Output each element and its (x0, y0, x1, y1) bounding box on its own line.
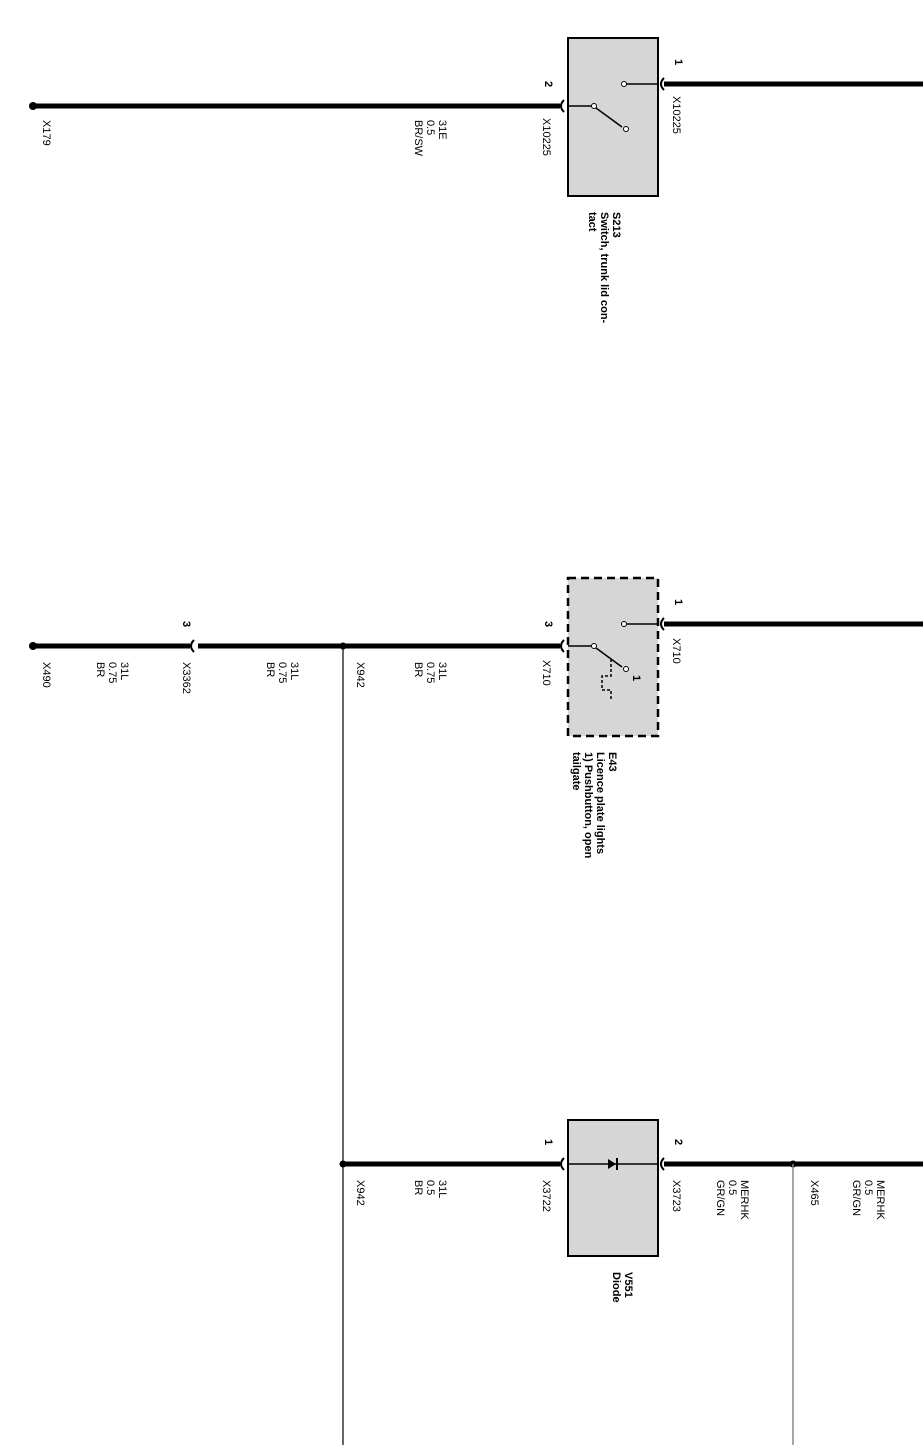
pin-e43-inner-1: 1 (630, 674, 642, 682)
wire-w1-color: BR/SW (412, 120, 424, 157)
connector-label-x490: X490 (40, 662, 52, 688)
connector-fork-x3362 (190, 639, 195, 653)
e43-contact-top (621, 621, 627, 627)
pin-v551-1: 1 (542, 1138, 554, 1146)
wire-w1-size: 0.5 (424, 120, 436, 136)
e43-switch-lever (595, 647, 623, 668)
connector-label-x179: X179 (40, 120, 52, 146)
v551-name: Diode (610, 1272, 622, 1303)
wire-w7-size: 0.5 (862, 1180, 874, 1196)
connector-label-x10225-bottom: X10225 (540, 118, 552, 156)
pin-x3362-3: 3 (180, 620, 192, 628)
wire-w3-color: BR (264, 662, 276, 678)
wire-w4-size: 0.75 (424, 662, 436, 684)
connector-label-x3722: X3722 (540, 1180, 552, 1212)
wire-w7-color: GR/GN (850, 1180, 862, 1217)
wire-w2-color: BR (94, 662, 106, 678)
wire-w3-code: 31L (288, 662, 300, 681)
e43-box (566, 576, 660, 738)
s213-id: S213 (610, 212, 622, 238)
switch-s213-box (567, 37, 659, 197)
pin-v551-2: 2 (672, 1138, 684, 1146)
wire-w6-code: MERHK (738, 1180, 750, 1220)
connector-label-x942-b: X942 (354, 1180, 366, 1206)
connector-fork-x10225-top (660, 77, 665, 91)
pin-e43-3: 3 (542, 620, 554, 628)
e43-name-1: Licence plate lights (594, 752, 606, 855)
diode-v551-box (567, 1119, 659, 1257)
s213-contact-open (623, 126, 629, 132)
v551-id: V551 (622, 1272, 634, 1298)
connector-fork-x710-top (660, 617, 665, 631)
s213-name-2: tact (586, 212, 598, 232)
wire-w2-code: 31L (118, 662, 130, 681)
e43-contact-open (623, 666, 629, 672)
connector-label-x3723: X3723 (670, 1180, 682, 1212)
wire-w6-color: GR/GN (714, 1180, 726, 1217)
s213-name-1: Switch, trunk lid con- (598, 212, 610, 324)
diode-symbol-icon (608, 1159, 616, 1169)
wire-w4-code: 31L (436, 662, 448, 681)
s213-switch-lever (595, 107, 623, 128)
ground-terminal-x490 (29, 642, 37, 650)
pin-s213-2: 2 (542, 80, 554, 88)
wire-w2-size: 0.75 (106, 662, 118, 684)
e43-id: E43 (606, 752, 618, 772)
connector-label-x942-a: X942 (354, 662, 366, 688)
pin-e43-1: 1 (672, 598, 684, 606)
s213-contact-top (621, 81, 627, 87)
wire-w1-code: 31E (436, 120, 448, 140)
connector-label-x710-top: X710 (670, 638, 682, 664)
wire-w5-color: BR (412, 1180, 424, 1196)
connector-fork-x10225-bottom (560, 99, 565, 113)
e43-name-2: 1) Pushbutton, open (582, 752, 594, 859)
wire-w5-size: 0.5 (424, 1180, 436, 1196)
pin-s213-1: 1 (672, 58, 684, 66)
wire-w7-code: MERHK (874, 1180, 886, 1220)
connector-label-x710-bottom: X710 (540, 660, 552, 686)
wire-w3-size: 0.75 (276, 662, 288, 684)
connector-fork-x710-bottom (560, 639, 565, 653)
ground-terminal-x179 (29, 102, 37, 110)
connector-fork-x3722 (560, 1157, 565, 1171)
connector-fork-x3723 (660, 1157, 665, 1171)
e43-contact-pivot (591, 643, 597, 649)
e43-pushbutton-actuator (601, 659, 612, 700)
connector-label-x465: X465 (808, 1180, 820, 1206)
connector-label-x3362: X3362 (180, 662, 192, 694)
wire-w6-size: 0.5 (726, 1180, 738, 1196)
s213-contact-pivot (591, 103, 597, 109)
e43-name-3: tailgate (570, 752, 582, 791)
connector-label-x10225-top: X10225 (670, 96, 682, 134)
wire-w5-code: 31L (436, 1180, 448, 1199)
wire-w4-color: BR (412, 662, 424, 678)
